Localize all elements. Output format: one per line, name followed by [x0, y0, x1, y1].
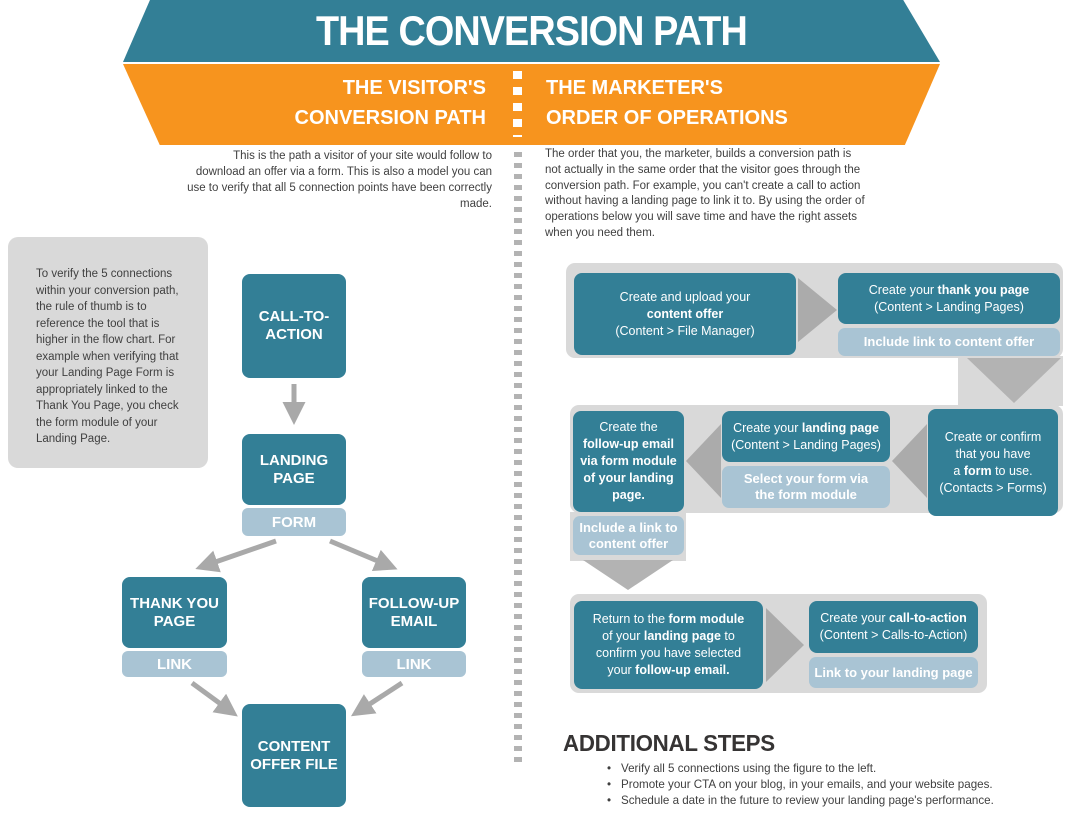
step-line: your follow-up email.	[607, 663, 730, 677]
step-line: (Content > File Manager)	[615, 323, 755, 338]
step-line: a form to use.	[953, 463, 1033, 478]
arrow-right-icon	[798, 278, 837, 342]
substep-include-link-content-offer: Include link to content offer	[838, 328, 1060, 356]
bullet-icon: •	[607, 794, 612, 807]
list-item: • Schedule a date in the future to revie…	[607, 793, 1067, 809]
bullet-icon: •	[607, 778, 612, 791]
step-line: Create or confirm that you have	[944, 429, 1042, 461]
step-return-to-form-module: Return to the form module of your landin…	[574, 601, 763, 689]
flow-node-landing-page: LANDING PAGE	[242, 434, 346, 505]
list-item-text: Promote your CTA on your blog, in your e…	[621, 778, 993, 791]
step-line: Create your landing page	[733, 420, 879, 435]
verification-note: To verify the 5 connections within your …	[8, 237, 208, 468]
flow-node-thank-you-page: THANK YOU PAGE	[122, 577, 227, 648]
arrow-form-to-followup-icon	[329, 538, 398, 572]
list-item: • Promote your CTA on your blog, in your…	[607, 777, 1067, 793]
substep-select-form-module: Select your form via the form module	[722, 466, 890, 508]
arrow-right-icon	[766, 608, 804, 682]
step-create-follow-up-email: Create the follow-up email via form modu…	[573, 411, 684, 512]
step-create-call-to-action: Create your call-to-action (Content > Ca…	[809, 601, 978, 653]
bullet-icon: •	[607, 762, 612, 775]
list-item: • Verify all 5 connections using the fig…	[607, 761, 1067, 777]
arrow-left-icon	[892, 424, 927, 498]
step-create-or-confirm-form: Create or confirm that you have a form t…	[928, 409, 1058, 516]
visitor-intro-text: This is the path a visitor of your site …	[187, 150, 492, 210]
substep-include-link-to-content-offer: Include a link to content offer	[573, 516, 684, 555]
step-line: Create the	[599, 420, 658, 434]
step-create-landing-page: Create your landing page (Content > Land…	[722, 411, 890, 462]
additional-steps-list: • Verify all 5 connections using the fig…	[607, 761, 1067, 809]
step-line: of your landing page to	[602, 629, 735, 643]
step-line: Create your thank you page	[868, 282, 1030, 297]
substep-link-to-landing-page: Link to your landing page	[809, 657, 978, 688]
step-line-bold: follow-up email via form module of your …	[580, 437, 677, 502]
additional-steps-heading: ADDITIONAL STEPS	[563, 730, 775, 756]
subtitle-banner	[123, 64, 940, 145]
step-line: Create and upload your	[619, 289, 751, 304]
arrow-link-to-content-left-icon	[190, 680, 238, 717]
step-create-thank-you-page: Create your thank you page (Content > La…	[838, 273, 1060, 324]
arrow-down-icon	[583, 560, 673, 590]
flow-node-link-thank-you: LINK	[122, 651, 227, 677]
step-line: Return to the form module	[592, 612, 745, 626]
visitor-subtitle: THE VISITOR'S CONVERSION PATH	[294, 77, 487, 129]
flow-node-follow-up-email: FOLLOW-UP EMAIL	[362, 577, 466, 648]
marketer-intro-text: The order that you, the marketer, builds…	[545, 148, 865, 239]
list-item-text: Schedule a date in the future to review …	[621, 794, 994, 807]
arrow-form-to-thankyou-icon	[195, 538, 277, 573]
list-item-text: Verify all 5 connections using the figur…	[621, 762, 877, 775]
title-banner: THE CONVERSION PATH	[123, 0, 940, 62]
column-divider-dashes	[514, 152, 522, 764]
flow-node-link-follow-up: LINK	[362, 651, 466, 677]
step-line-bold: content offer	[646, 306, 724, 321]
step-line: Create your call-to-action	[820, 611, 967, 625]
verification-note-text: To verify the 5 connections within your …	[36, 268, 179, 445]
marketer-subtitle: THE MARKETER'S ORDER OF OPERATIONS	[546, 77, 788, 129]
step-line: confirm you have selected	[595, 646, 742, 660]
step-line: (Content > Landing Pages)	[731, 437, 881, 452]
flow-node-call-to-action: CALL-TO- ACTION	[242, 274, 346, 378]
step-create-content-offer: Create and upload your content offer (Co…	[574, 273, 796, 355]
arrow-down-icon	[967, 358, 1061, 403]
page-title: THE CONVERSION PATH	[316, 7, 748, 54]
flow-node-form: FORM	[242, 508, 346, 536]
step-line: (Content > Calls-to-Action)	[819, 628, 968, 642]
flow-node-content-offer-file: CONTENT OFFER FILE	[242, 704, 346, 807]
arrow-link-to-content-right-icon	[350, 680, 404, 717]
step-line: (Contacts > Forms)	[939, 480, 1047, 495]
arrow-left-icon	[686, 424, 721, 498]
banner-divider-dashes	[513, 71, 522, 137]
step-line: (Content > Landing Pages)	[874, 299, 1024, 314]
